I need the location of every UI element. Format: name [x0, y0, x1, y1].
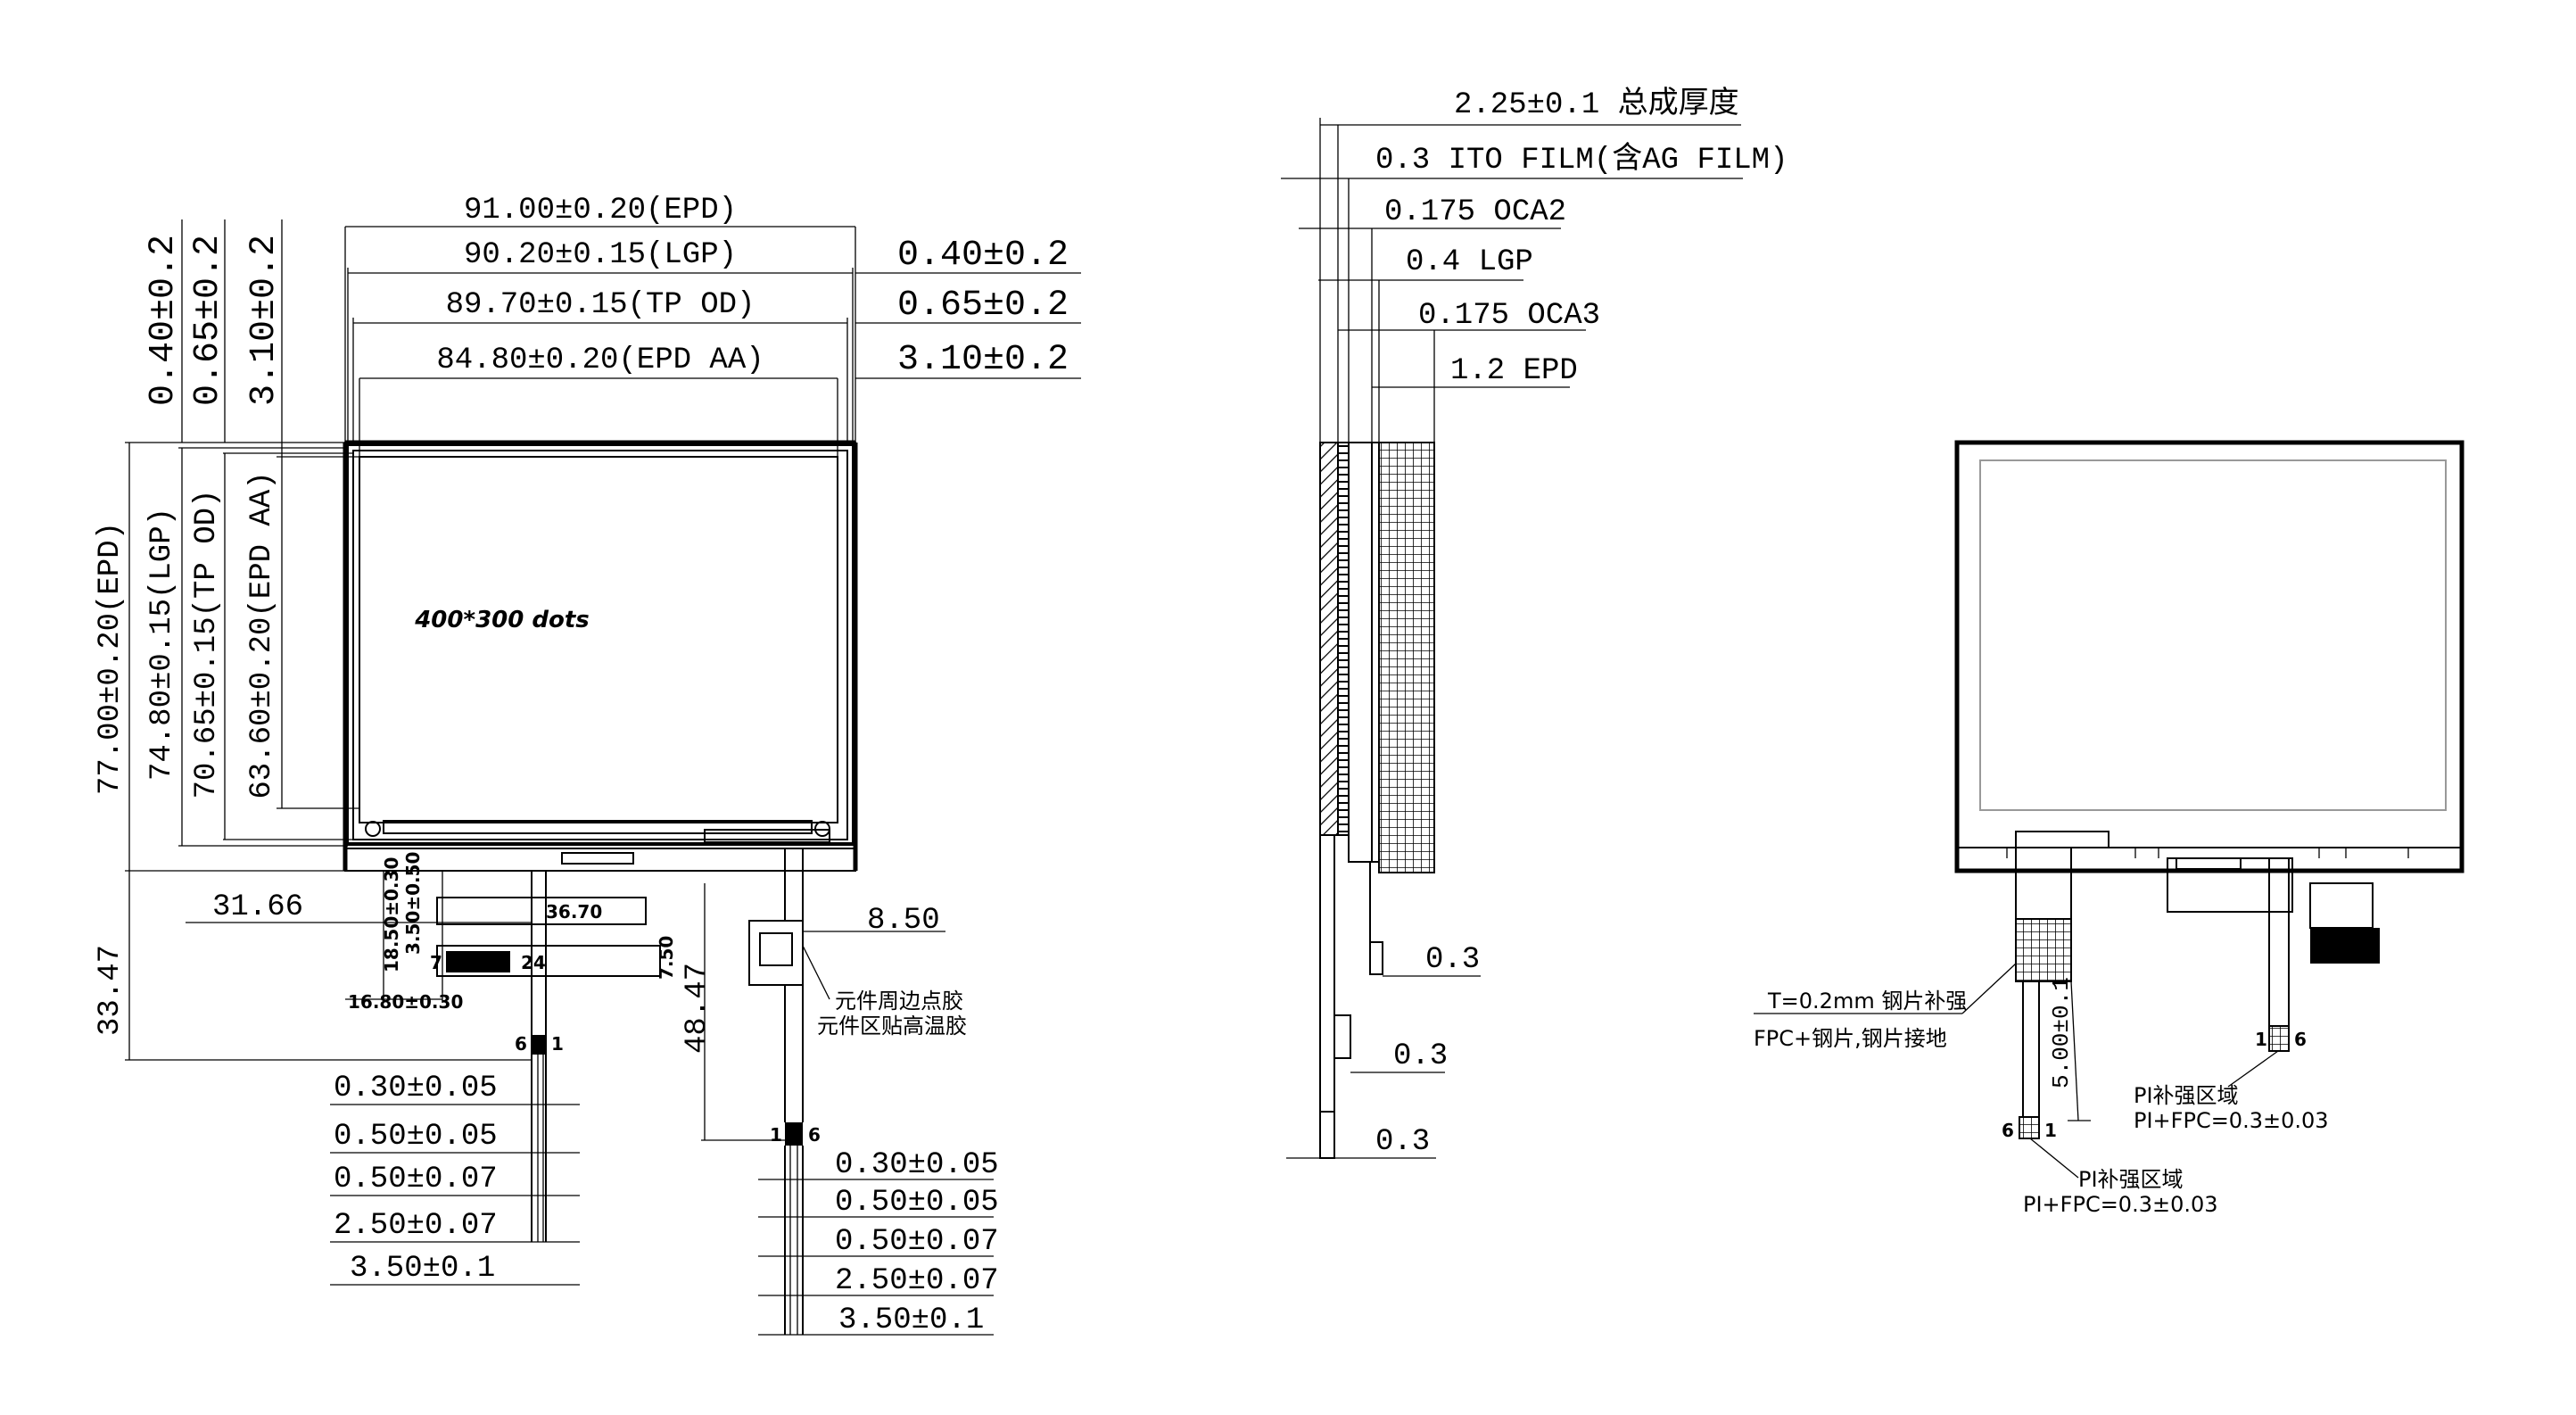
layer-epd: 1.2 EPD: [1450, 354, 1578, 388]
component-note-2: 元件区贴高温胶: [817, 1014, 967, 1038]
stiffener-note-1: T=0.2mm 钢片补强: [1767, 989, 1967, 1014]
dim-fpc2-offset: 8.50: [867, 904, 940, 938]
layer-dimensions: 2.25±0.1 总成厚度 0.3 ITO FILM(含AG FILM) 0.1…: [1281, 86, 1788, 443]
bottom-dim-3: 0.3: [1375, 1125, 1430, 1159]
dim-width-epd: 91.00±0.20(EPD): [464, 194, 737, 228]
dim-height-epd: 77.00±0.20(EPD): [94, 522, 128, 795]
back-pin-6: 6: [2002, 1120, 2014, 1141]
fpc-right: 1 6 8.50 48.47 元件周边点胶 元件区贴高温胶: [681, 848, 967, 1335]
active-area: [359, 456, 838, 823]
component-note-1: 元件周边点胶: [835, 989, 963, 1014]
front-view: 400*300 dots 91.00±0.20(EPD) 90.20±0.15(…: [94, 194, 1081, 1337]
pin-24-label: 24: [521, 952, 546, 973]
dim-width-aa: 84.80±0.20(EPD AA): [436, 343, 764, 377]
layer-total-thickness: 2.25±0.1 总成厚度: [1454, 86, 1739, 122]
dim-fpc-length: 33.47: [94, 945, 128, 1036]
height-dimensions: 77.00±0.20(EPD) 74.80±0.15(LGP) 70.65±0.…: [94, 442, 359, 872]
dim-width-tp: 89.70±0.15(TP OD): [446, 288, 755, 322]
pin-7-label: 7: [430, 952, 442, 973]
dim-right-tail-3: 0.50±0.07: [835, 1225, 999, 1259]
dim-left-tail-3: 0.50±0.07: [334, 1163, 498, 1196]
dim-top-margin-2: 0.65±0.2: [188, 235, 228, 406]
dim-height-aa: 63.60±0.20(EPD AA): [245, 471, 279, 799]
dim-fpc-w1: 16.80±0.30: [348, 991, 463, 1013]
dim-right-tail-4: 2.50±0.07: [835, 1264, 999, 1298]
dim-fpc2-length: 48.47: [681, 963, 714, 1054]
dim-fpc-h1: 18.50±0.30: [381, 857, 402, 972]
dim-left-tail-5: 3.50±0.1: [350, 1252, 495, 1286]
back-pin-6-right: 6: [2294, 1029, 2307, 1050]
dim-left-tail-4: 2.50±0.07: [334, 1209, 498, 1243]
back-pin-1: 1: [2044, 1120, 2057, 1141]
pi-note-b-2: PI+FPC=0.3±0.03: [2134, 1108, 2329, 1133]
dim-height-tp: 70.65±0.15(TP OD): [190, 490, 224, 799]
pi-note-a-2: PI+FPC=0.3±0.03: [2023, 1192, 2218, 1217]
right-margin-dimensions: 0.40±0.2 0.65±0.2 3.10±0.2: [855, 236, 1081, 380]
stiffener-note-2: FPC+钢片,钢片接地: [1754, 1026, 1947, 1051]
dim-right-tail-5: 3.50±0.1: [838, 1303, 984, 1337]
bottom-thickness-dims: 0.3 0.3 0.3: [1286, 943, 1481, 1159]
pin-1-label: 1: [551, 1033, 564, 1055]
back-view: 5.00±0.1 6 1 T=0.2mm 钢片补强 FPC+钢片,钢片接地 PI…: [1754, 440, 2465, 1217]
back-pin-1-right: 1: [2255, 1029, 2267, 1050]
dim-height-lgp: 74.80±0.15(LGP): [145, 508, 179, 781]
right-tail-dimensions: 0.30±0.05 0.50±0.05 0.50±0.07 2.50±0.07 …: [758, 1148, 999, 1337]
dim-fpc-d1: 7.50: [656, 936, 677, 980]
fpc-left: 7 24 6 1 33.47 31.66 16.80±0.30 18.50±0.…: [94, 852, 677, 1242]
dim-right-margin-3: 3.10±0.2: [897, 340, 1069, 380]
bottom-dim-2: 0.3: [1393, 1039, 1448, 1073]
layer-oca3: 0.175 OCA3: [1418, 299, 1600, 333]
top-margin-dimensions: 0.40±0.2 0.65±0.2 3.10±0.2: [144, 219, 285, 457]
layer-lgp: 0.4 LGP: [1406, 245, 1533, 279]
epd-outline: [344, 442, 856, 872]
side-view: 2.25±0.1 总成厚度 0.3 ITO FILM(含AG FILM) 0.1…: [1281, 86, 1788, 1159]
dim-left-tail-2: 0.50±0.05: [334, 1120, 498, 1154]
pin-6-label: 6: [515, 1033, 527, 1055]
back-outline: [1954, 440, 2465, 873]
dim-top-margin-1: 0.40±0.2: [144, 235, 184, 406]
layer-ito-film: 0.3 ITO FILM(含AG FILM): [1375, 141, 1788, 178]
pi-note-a-1: PI补强区域: [2078, 1167, 2184, 1192]
bottom-dim-1: 0.3: [1425, 943, 1480, 977]
left-tail-dimensions: 0.30±0.05 0.50±0.05 0.50±0.07 2.50±0.07 …: [330, 1072, 580, 1286]
dim-right-margin-1: 0.40±0.2: [897, 236, 1069, 276]
dim-top-margin-3: 3.10±0.2: [244, 235, 285, 406]
pi-note-b-1: PI补强区域: [2134, 1083, 2239, 1108]
dim-left-tail-1: 0.30±0.05: [334, 1072, 498, 1105]
dim-right-tail-2: 0.50±0.05: [835, 1186, 999, 1220]
resolution-label: 400*300 dots: [414, 607, 590, 633]
dim-right-margin-2: 0.65±0.2: [897, 285, 1069, 326]
dim-right-tail-1: 0.30±0.05: [835, 1148, 999, 1182]
dim-width-lgp: 90.20±0.15(LGP): [464, 238, 737, 272]
tail-length-dim: 5.00±0.1: [2048, 977, 2075, 1088]
dim-fpc-connector: 36.70: [546, 901, 602, 923]
dim-fpc-offset: 31.66: [212, 890, 303, 924]
width-dimensions: 91.00±0.20(EPD) 90.20±0.15(LGP) 89.70±0.…: [344, 194, 856, 457]
layer-oca2: 0.175 OCA2: [1384, 195, 1566, 229]
pin-6-label-right: 6: [808, 1124, 821, 1146]
pin-1-label-right: 1: [770, 1124, 782, 1146]
dim-fpc-h2: 3.50±0.50: [402, 852, 424, 955]
